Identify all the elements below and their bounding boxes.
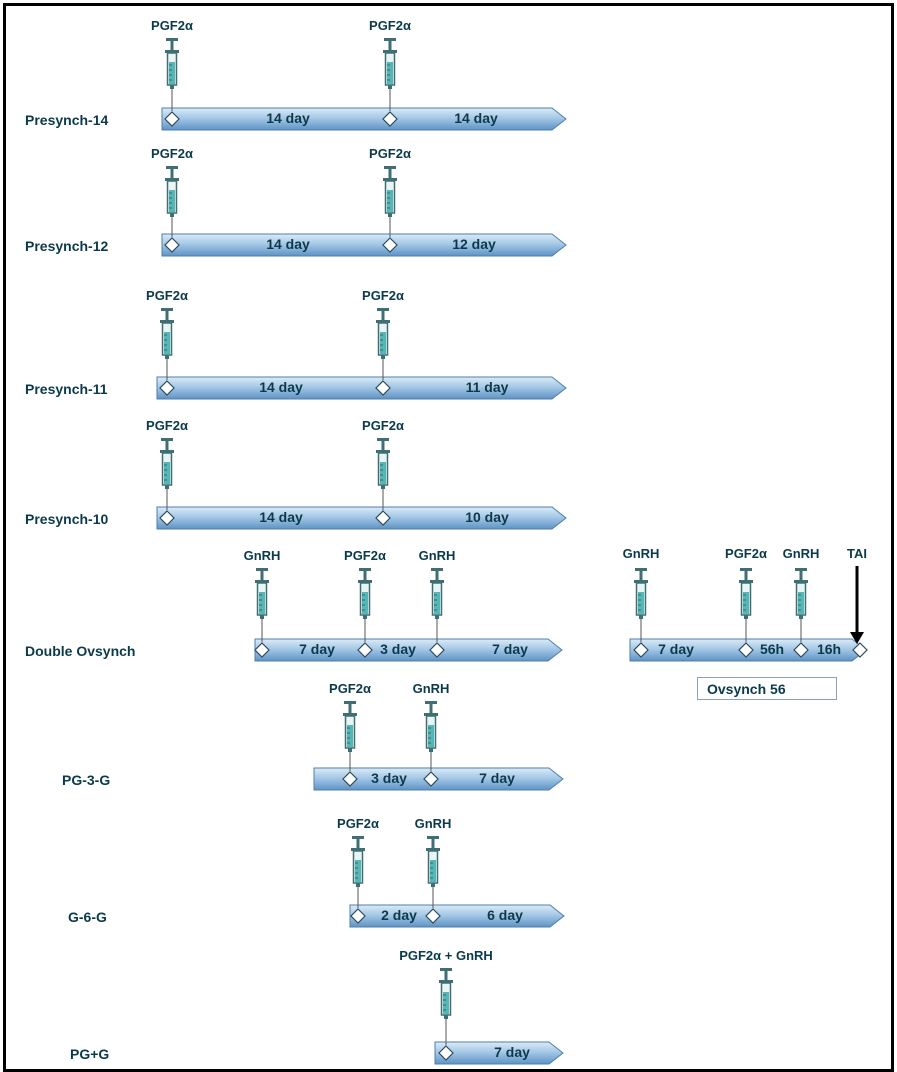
syringe-icon — [165, 166, 179, 237]
tai-arrow-head — [850, 632, 864, 644]
drug-label: GnRH — [622, 546, 660, 561]
interval-label: 7 day — [492, 641, 528, 657]
interval-label: 14 day — [266, 110, 310, 126]
syringe-icon — [343, 701, 357, 771]
row-label: Presynch-12 — [25, 238, 109, 254]
drug-label: PGF2α — [329, 681, 371, 696]
syringe-icon — [739, 568, 753, 642]
timepoint-marker — [254, 642, 270, 658]
syringe-icon — [634, 568, 648, 642]
interval-label: 10 day — [465, 509, 509, 525]
syringe-icon — [358, 568, 372, 642]
drug-label: GnRH — [782, 546, 820, 561]
drug-label: PGF2α — [344, 548, 386, 563]
timepoint-marker — [633, 642, 649, 658]
drug-label: GnRH — [418, 548, 456, 563]
drug-label: PGF2α + GnRH — [399, 948, 493, 963]
interval-label: 12 day — [452, 236, 496, 252]
syringe-icon — [376, 438, 390, 510]
syringe-icon — [160, 438, 174, 510]
drug-label: GnRH — [414, 816, 452, 831]
drug-label: PGF2α — [369, 146, 411, 161]
interval-label: 11 day — [465, 379, 509, 395]
syringe-icon — [160, 308, 174, 380]
drug-label: PGF2α — [369, 18, 411, 33]
row-label: PG-3-G — [62, 772, 111, 788]
syringe-icon — [165, 38, 179, 111]
interval-label: 14 day — [266, 236, 310, 252]
row-label: Double Ovsynch — [25, 643, 136, 659]
timepoint-marker — [164, 237, 180, 253]
row-label: Presynch-14 — [25, 112, 109, 128]
drug-label: PGF2α — [151, 18, 193, 33]
drug-label: PGF2α — [337, 816, 379, 831]
syringe-icon — [383, 166, 397, 237]
drug-label: PGF2α — [146, 418, 188, 433]
syringe-icon — [255, 568, 269, 642]
timepoint-marker — [350, 908, 366, 924]
diagram-frame — [3, 3, 894, 1072]
timepoint-marker — [852, 642, 868, 658]
drug-label: PGF2α — [146, 288, 188, 303]
drug-label: PGF2α — [725, 546, 767, 561]
interval-label: 14 day — [259, 509, 303, 525]
timepoint-marker — [429, 642, 445, 658]
timeline-bar — [156, 506, 567, 530]
interval-label: 3 day — [371, 770, 407, 786]
timepoint-marker — [375, 380, 391, 396]
timeline-bar — [156, 376, 567, 400]
timepoint-marker — [423, 771, 439, 787]
syringe-icon — [376, 308, 390, 380]
drug-label: GnRH — [243, 548, 281, 563]
timepoint-marker — [425, 908, 441, 924]
interval-label: 56h — [759, 641, 785, 657]
timepoint-marker — [164, 111, 180, 127]
timeline-bar — [349, 904, 565, 928]
timepoint-marker — [375, 510, 391, 526]
interval-label: 14 day — [454, 110, 498, 126]
row-label: Presynch-11 — [25, 381, 108, 397]
interval-label: 7 day — [299, 641, 335, 657]
syringe-icon — [424, 701, 438, 771]
row-label: G-6-G — [68, 909, 107, 925]
timepoint-marker — [738, 642, 754, 658]
timepoint-marker — [357, 642, 373, 658]
syringe-icon — [426, 836, 440, 908]
syringe-icon — [439, 968, 453, 1045]
timepoint-marker — [382, 237, 398, 253]
interval-label: 6 day — [487, 907, 523, 923]
row-label: PG+G — [70, 1046, 110, 1062]
drug-label: PGF2α — [151, 146, 193, 161]
drug-label: PGF2α — [362, 288, 404, 303]
interval-label: 7 day — [658, 641, 694, 657]
interval-label: 7 day — [479, 770, 515, 786]
interval-label: 7 day — [494, 1044, 530, 1060]
timepoint-marker — [793, 642, 809, 658]
timepoint-marker — [159, 380, 175, 396]
interval-label: 16h — [816, 641, 842, 657]
syringe-icon — [383, 38, 397, 111]
interval-label: 3 day — [380, 641, 416, 657]
syringe-icon — [351, 836, 365, 908]
timeline-bar — [254, 638, 563, 662]
interval-label: 2 day — [381, 907, 417, 923]
timeline-bar — [161, 107, 567, 131]
timepoint-marker — [159, 510, 175, 526]
tai-label: TAI — [847, 546, 867, 561]
ovsynch-56-label: Ovsynch 56 — [697, 677, 837, 700]
timepoint-marker — [382, 111, 398, 127]
row-label: Presynch-10 — [25, 511, 109, 527]
interval-label: 14 day — [259, 379, 303, 395]
syringe-icon — [794, 568, 808, 642]
syringe-icon — [430, 568, 444, 642]
timepoint-marker — [342, 771, 358, 787]
timepoint-marker — [438, 1045, 454, 1061]
drug-label: PGF2α — [362, 418, 404, 433]
timeline-bar — [161, 233, 567, 257]
drug-label: GnRH — [412, 681, 450, 696]
timeline-bar — [434, 1041, 564, 1065]
